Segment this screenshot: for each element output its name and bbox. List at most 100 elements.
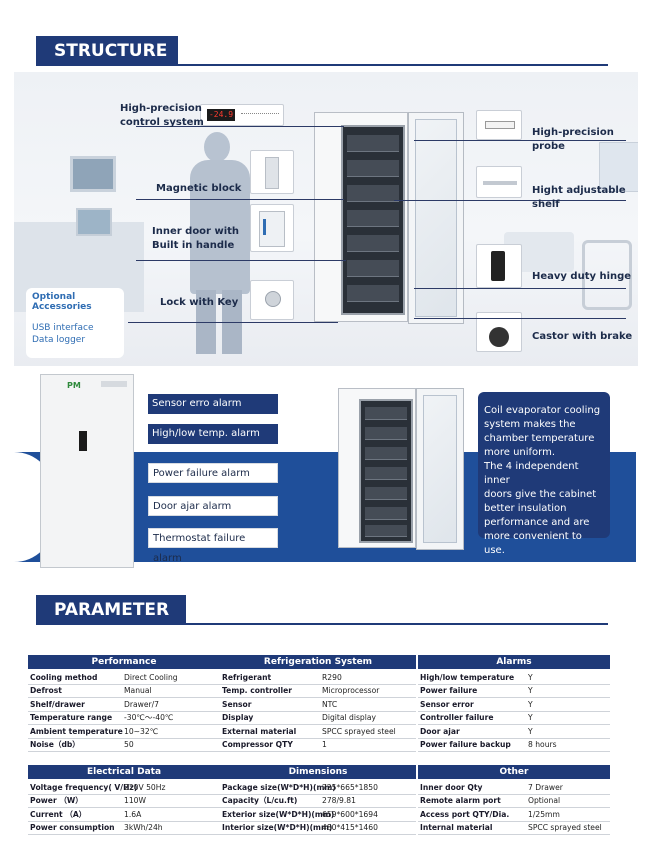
table-row-divider <box>418 820 610 822</box>
table-row-divider <box>220 751 416 752</box>
table-row-divider <box>220 807 416 809</box>
probe-thumb <box>476 110 522 140</box>
table-cell-key: Remote alarm port <box>420 796 501 806</box>
handle-shape <box>263 219 266 235</box>
magnetic-block-thumb <box>250 150 294 194</box>
table-cell-value: 7 Drawer <box>528 783 563 792</box>
table-cell-key: Controller failure <box>420 713 494 723</box>
freezer-panel <box>101 381 127 387</box>
coil-line: better insulation <box>484 503 567 514</box>
drawer <box>347 285 399 302</box>
label-shelf: Hight adjustable shelf <box>532 185 626 210</box>
table-cell-key: High/low temperature <box>420 673 515 682</box>
table-cell-key: Inner door Qty <box>420 783 483 792</box>
shelf-thumb <box>476 166 522 198</box>
table-cell-value: 3kWh/24h <box>124 823 163 833</box>
table-row-divider <box>220 820 416 822</box>
table-cell-key: Power consumption <box>30 823 115 833</box>
probe-shape <box>485 121 515 129</box>
label-line: Built in handle <box>152 240 235 251</box>
table-cell-value: Drawer/7 <box>124 699 160 709</box>
table-cell-key: Cooling method <box>30 673 98 682</box>
table-cell-value: Y <box>528 726 533 736</box>
leader-line <box>414 318 626 319</box>
table-cell-value: R290 <box>322 673 342 682</box>
table-header: Other <box>418 765 610 779</box>
freezer-door-gasket <box>415 119 457 317</box>
table-cell-key: Shelf/drawer <box>30 699 85 709</box>
inner-door-thumb <box>250 204 294 252</box>
open-freezer-door-gasket <box>423 395 457 543</box>
control-panel-thumb: -24.9 <box>200 104 284 126</box>
table-cell-value: -30℃～-40℃ <box>124 713 174 723</box>
table-cell-key: Package size(W*D*H)(mm) <box>222 783 336 792</box>
label-line: High-precision <box>120 103 202 114</box>
drawer <box>365 447 407 460</box>
freezer-handle <box>79 431 87 451</box>
drawer <box>347 210 399 227</box>
table-cell-value: Optional <box>528 796 561 806</box>
lab-screen <box>76 208 112 236</box>
table-row-divider <box>28 737 220 739</box>
table-cell-value: Y <box>528 713 533 723</box>
table-cell-value: Y <box>528 699 533 709</box>
table-row-divider <box>220 794 416 795</box>
table-header: Refrigeration System <box>220 655 416 669</box>
table-cell-value: 1.6A <box>124 809 142 819</box>
alarm-sensor-error: Sensor erro alarm <box>148 394 278 414</box>
table-cell-value: 1/25mm <box>528 809 560 819</box>
alarm-power-failure: Power failure alarm <box>148 463 278 483</box>
table-cell-value: Manual <box>124 686 152 696</box>
table-row-divider <box>418 751 610 752</box>
structure-heading-rule <box>178 64 608 66</box>
table-cell-key: Power failure backup <box>420 740 511 749</box>
alarm-high-low-temp: High/low temp. alarm <box>148 424 278 444</box>
leader-line <box>414 140 626 141</box>
table-cell-value: 1 <box>322 740 327 749</box>
label-castor: Castor with brake <box>532 331 633 342</box>
leader-line <box>136 260 346 261</box>
table-cell-value: 659*600*1694 <box>322 809 378 819</box>
drawer <box>365 525 407 537</box>
table-cell-key: Access port QTY/Dia. <box>420 809 510 819</box>
table-cell-key: Refrigerant <box>222 673 272 682</box>
label-line: Inner door with <box>152 226 240 237</box>
structure-heading: STRUCTURE <box>36 36 178 66</box>
table-row-divider <box>220 737 416 739</box>
drawer <box>365 407 407 420</box>
table-cell-key: Display <box>222 713 254 723</box>
structure-scene: -24.9 High-precision control system Magn… <box>14 72 638 366</box>
table-row-divider <box>220 684 416 685</box>
table-cell-value: SPCC sprayed steel <box>528 823 602 833</box>
table-cell-key: External material <box>222 726 297 736</box>
table-header: Alarms <box>418 655 610 669</box>
table-cell-value: 220V 50Hz <box>124 783 166 792</box>
coil-line: more uniform. <box>484 447 556 458</box>
open-freezer-body <box>338 388 416 548</box>
table-row-divider <box>28 751 220 752</box>
table-row-divider <box>28 684 220 685</box>
control-display: -24.9 <box>207 109 235 121</box>
table-cell-key: Capacity（L/cu.ft) <box>222 796 298 806</box>
table-header: Dimensions <box>220 765 416 779</box>
parameter-heading-rule <box>186 623 608 625</box>
table-row-divider <box>418 697 610 699</box>
freezer-logo: PM <box>67 381 81 390</box>
table-row-divider <box>220 724 416 726</box>
table-row-divider <box>28 794 220 795</box>
closed-freezer: PM <box>40 374 134 568</box>
leader-line <box>394 200 626 201</box>
leader-line <box>414 288 626 289</box>
table-row-divider <box>28 820 220 822</box>
table-cell-value: 10~32℃ <box>124 726 159 736</box>
table-cell-key: Exterior size(W*D*H)(mm) <box>222 809 335 819</box>
table-row-divider <box>418 724 610 726</box>
open-freezer-door <box>416 388 464 550</box>
table-row-divider <box>418 794 610 795</box>
lab-window <box>599 142 638 192</box>
lab-monitor <box>70 156 116 192</box>
person-body <box>190 160 250 294</box>
label-lock: Lock with Key <box>160 297 239 308</box>
freezer-chamber <box>341 125 405 315</box>
lock-icon <box>265 291 281 307</box>
